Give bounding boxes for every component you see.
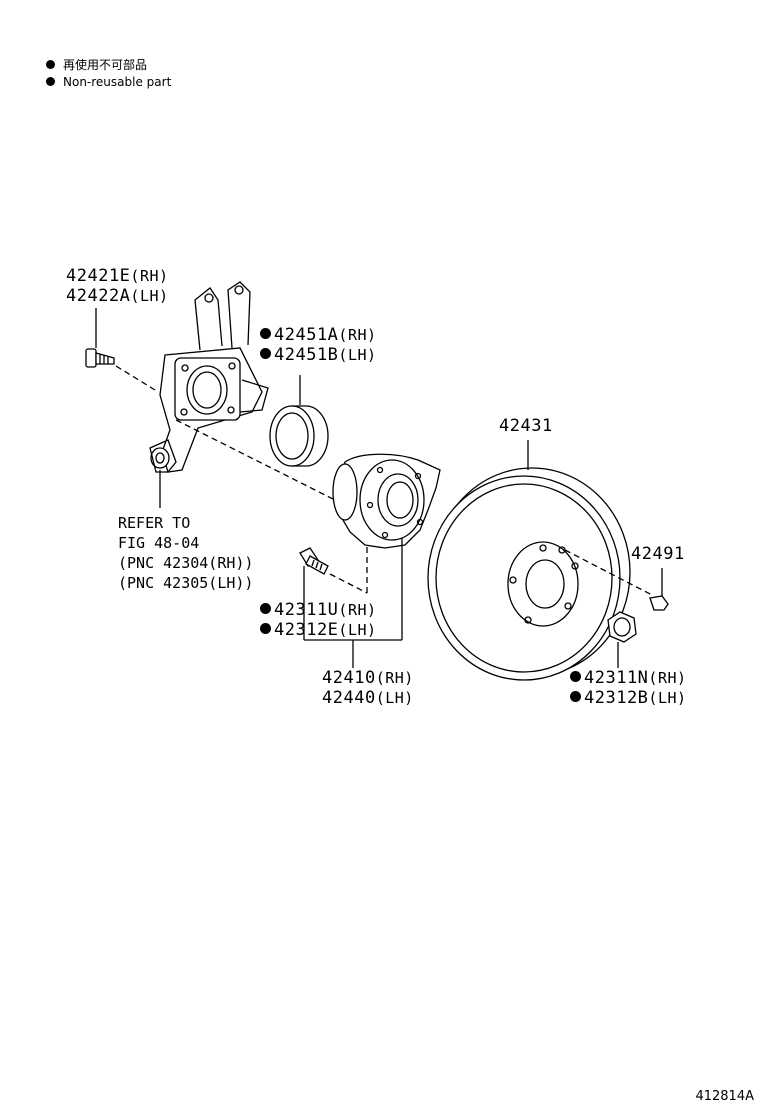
hub-bolt-rh-number: 42311U (274, 600, 339, 620)
knuckle-drawing (149, 281, 269, 473)
rh-tag: (RH) (375, 669, 414, 687)
knuckle-bolt-label: 42421E(RH) 42422A(LH) (66, 266, 169, 306)
legend-row-jp: 再使用不可部品 (46, 56, 171, 73)
knuckle-bolt-axis (115, 365, 156, 391)
hub-lh-number: 42440 (322, 688, 376, 708)
plug-drawing (649, 568, 669, 611)
figure-number: 412814A (695, 1089, 754, 1104)
non-reusable-bullet-icon (260, 623, 271, 634)
plug-number: 42491 (631, 544, 685, 564)
hub-drawing (332, 453, 441, 640)
nut-lh-number: 42312B (584, 688, 649, 708)
refer-line-2: FIG 48-04 (118, 534, 200, 552)
lh-tag: (LH) (338, 621, 377, 639)
lh-tag: (LH) (130, 287, 169, 305)
refer-line-1: REFER TO (118, 514, 191, 532)
rh-tag: (RH) (338, 601, 377, 619)
non-reusable-bullet-icon (570, 691, 581, 702)
non-reusable-bullet-icon (46, 60, 55, 69)
refer-note: REFER TO FIG 48-04 (PNC 42304(RH)) (PNC … (118, 513, 253, 593)
disc-label: 42431 (499, 416, 553, 436)
non-reusable-bullet-icon (260, 328, 271, 339)
knuckle-bolt-drawing (85, 308, 115, 368)
disc-drawing (427, 440, 631, 681)
legend-en-text: Non-reusable part (63, 74, 172, 89)
hub-label: 42410(RH) 42440(LH) (322, 668, 414, 708)
non-reusable-bullet-icon (260, 348, 271, 359)
hub-bolt-lh-number: 42312E (274, 620, 339, 640)
non-reusable-bullet-icon (260, 603, 271, 614)
rh-tag: (RH) (130, 267, 169, 285)
lh-tag: (LH) (648, 689, 687, 707)
legend-jp-text: 再使用不可部品 (63, 58, 148, 72)
nut-label: 42311N(RH) 42312B(LH) (570, 668, 687, 708)
hub-bolt-drawing (299, 547, 329, 640)
seal-lh-number: 42451B (274, 345, 339, 365)
hub-bolt-label: 42311U(RH) 42312E(LH) (260, 600, 377, 640)
refer-line-3: (PNC 42304(RH)) (118, 554, 254, 572)
nut-drawing (607, 611, 637, 668)
seal-drawing (269, 375, 329, 467)
disc-axis (564, 549, 653, 596)
lh-tag: (LH) (338, 346, 377, 364)
knuckle-bolt-rh-number: 42421E (66, 266, 131, 286)
rh-tag: (RH) (338, 326, 377, 344)
disc-number: 42431 (499, 416, 553, 436)
rh-tag: (RH) (648, 669, 687, 687)
seal-label: 42451A(RH) 42451B(LH) (260, 325, 377, 365)
non-reusable-bullet-icon (570, 671, 581, 682)
legend: 再使用不可部品 Non-reusable part (46, 56, 171, 90)
non-reusable-bullet-icon (46, 77, 55, 86)
plug-label: 42491 (631, 544, 685, 564)
refer-line-4: (PNC 42305(LH)) (118, 574, 254, 592)
hub-rh-number: 42410 (322, 668, 376, 688)
hub-bolt-axis (329, 573, 368, 594)
nut-rh-number: 42311N (584, 668, 649, 688)
lh-tag: (LH) (375, 689, 414, 707)
legend-row-en: Non-reusable part (46, 73, 171, 90)
knuckle-bolt-lh-number: 42422A (66, 286, 131, 306)
seal-rh-number: 42451A (274, 325, 339, 345)
